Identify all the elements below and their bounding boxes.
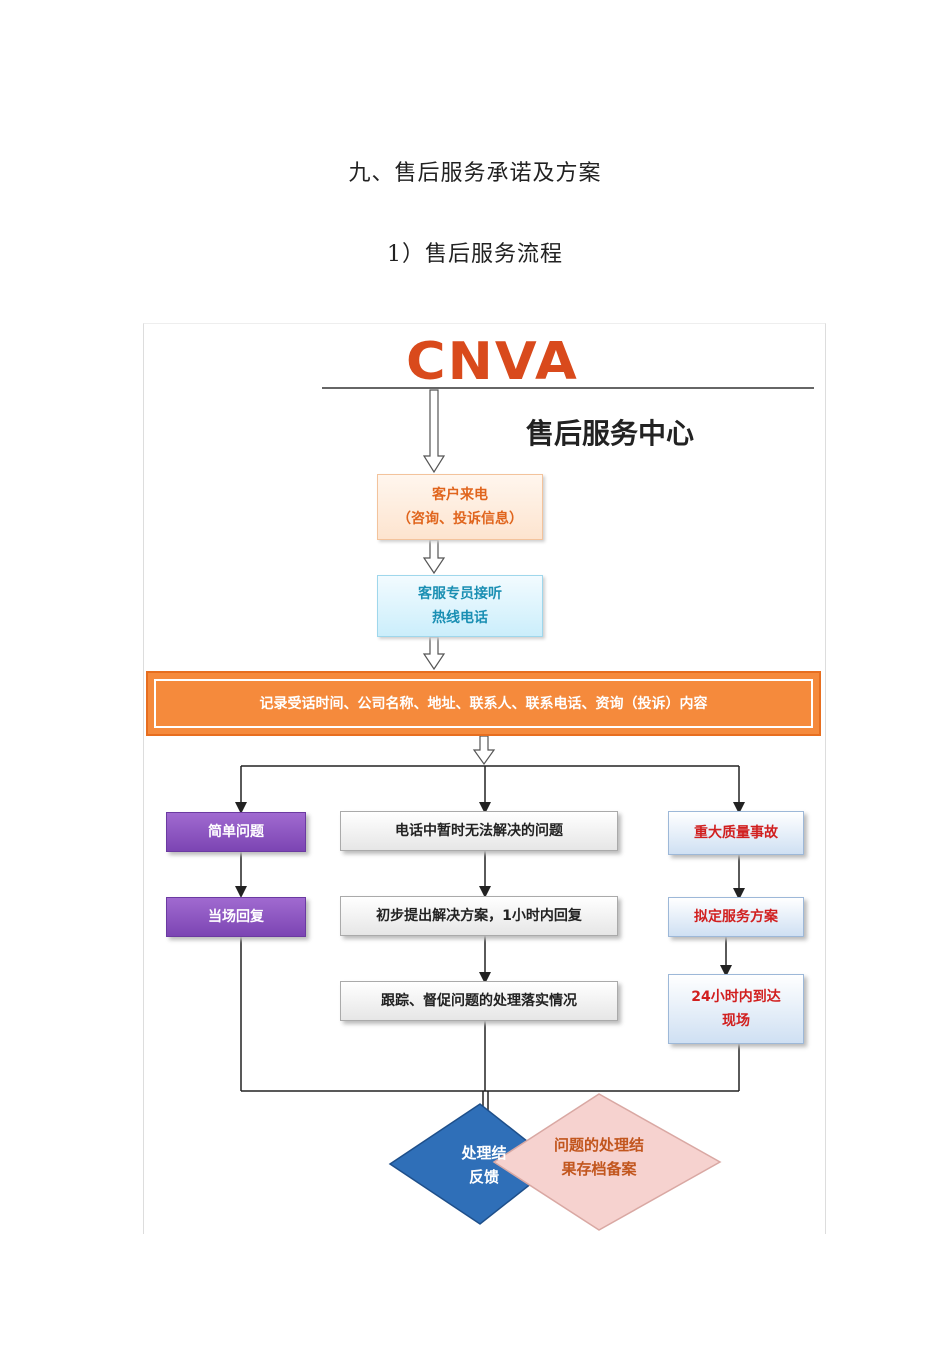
feedback-line1: 处理结 xyxy=(461,1144,507,1162)
cnva-logo: CNVA xyxy=(406,331,579,392)
customer-call-line2: （咨询、投诉信息） xyxy=(397,511,523,527)
customer-call-box: 客户来电 （咨询、投诉信息） xyxy=(377,474,543,540)
customer-call-line1: 客户来电 xyxy=(432,487,488,503)
hollow-arrow-to-call xyxy=(422,389,446,474)
section-title: 九、售后服务承诺及方案 xyxy=(348,161,602,186)
service-plan-box: 拟定服务方案 xyxy=(668,897,804,937)
unsolved-problem-box: 电话中暂时无法解决的问题 xyxy=(340,811,618,851)
on-site-reply-box: 当场回复 xyxy=(166,897,306,937)
record-info-box: 记录受话时间、公司名称、地址、联系人、联系电话、资询（投诉）内容 xyxy=(146,671,821,736)
follow-up-box: 跟踪、督促问题的处理落实情况 xyxy=(340,981,618,1021)
record-info-text: 记录受话时间、公司名称、地址、联系人、联系电话、资询（投诉）内容 xyxy=(154,679,813,728)
hollow-arrow-to-cs xyxy=(422,539,446,575)
archive-line1: 问题的处理结 xyxy=(553,1136,644,1154)
archive-label: 问题的处理结 果存档备案 xyxy=(529,1132,669,1182)
cs-answer-line1: 客服专员接听 xyxy=(418,586,502,602)
feedback-line2: 反馈 xyxy=(468,1168,499,1186)
cs-answer-box: 客服专员接听 热线电话 xyxy=(377,575,543,637)
archive-diamond xyxy=(492,1093,722,1231)
simple-problem-box: 简单问题 xyxy=(166,812,306,852)
initial-solution-box: 初步提出解决方案，1小时内回复 xyxy=(340,896,618,936)
feedback-label: 处理结 反馈 xyxy=(434,1140,534,1190)
arrive-onsite-line2: 现场 xyxy=(721,1013,750,1029)
archive-line2: 果存档备案 xyxy=(561,1160,637,1178)
subsection-title: 1）售后服务流程 xyxy=(387,242,563,267)
cs-answer-line2: 热线电话 xyxy=(432,610,488,626)
after-sales-flowchart: CNVA 售后服务中心 客户来电 （咨询、投诉信息） 客服专员接听 热线电话 记… xyxy=(143,323,826,1234)
arrive-onsite-box: 24小时内到达 现场 xyxy=(668,974,804,1044)
arrive-onsite-line1: 24小时内到达 xyxy=(691,989,781,1005)
major-accident-box: 重大质量事故 xyxy=(668,811,804,855)
hollow-arrows xyxy=(422,389,496,766)
flow-connectors xyxy=(235,387,814,1231)
hollow-arrow-to-record xyxy=(422,636,446,671)
service-center-title: 售后服务中心 xyxy=(526,417,695,450)
hollow-arrow-to-branch xyxy=(472,735,496,766)
